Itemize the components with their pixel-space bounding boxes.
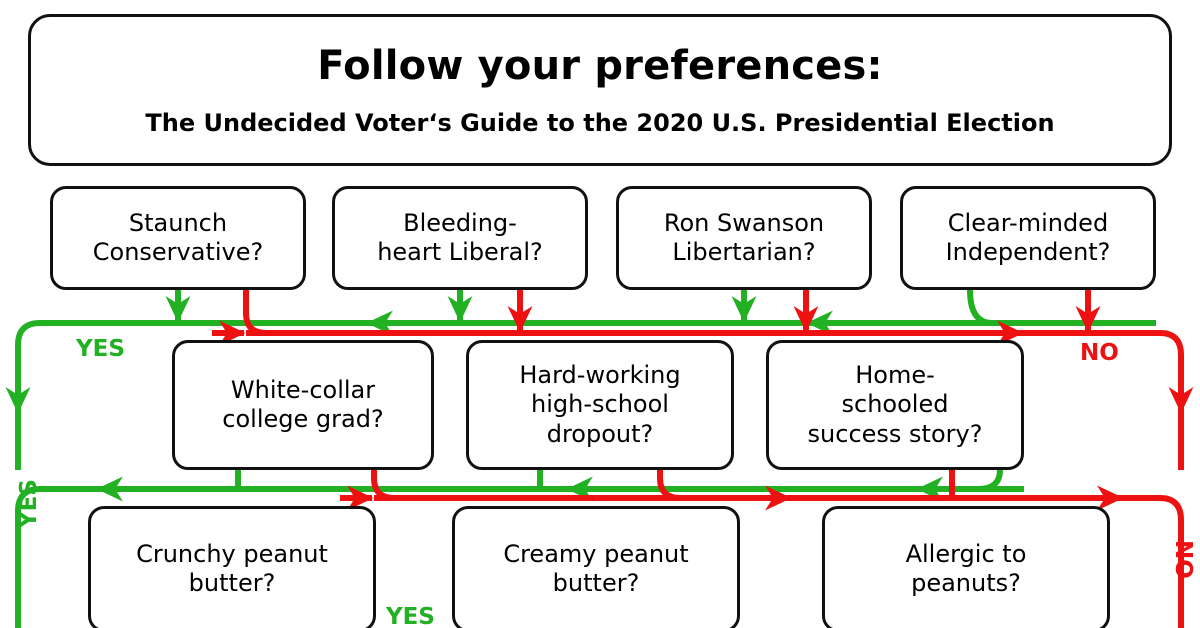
decision-box-allergic-to-peanuts[interactable]: Allergic to peanuts? <box>822 506 1110 628</box>
decision-box-creamy-peanut-butter[interactable]: Creamy peanut butter? <box>452 506 740 628</box>
yes-bus-2 <box>15 486 1024 628</box>
decision-box-liberal[interactable]: Bleeding- heart Liberal? <box>332 186 588 290</box>
edge-label-yes-row3: YES <box>386 604 435 628</box>
decision-label: Creamy peanut butter? <box>503 539 689 597</box>
edge-label-no-row2: NO <box>1170 540 1196 579</box>
page-title: Follow your preferences: <box>317 42 883 89</box>
decision-label: Clear-minded Independent? <box>945 208 1111 266</box>
decision-box-white-collar[interactable]: White-collar college grad? <box>172 340 434 470</box>
page-subtitle: The Undecided Voter‘s Guide to the 2020 … <box>145 108 1055 137</box>
decision-label: Hard-working high-school dropout? <box>519 361 681 448</box>
yes-bus-1 <box>15 320 1156 470</box>
decision-label: Staunch Conservative? <box>92 208 264 266</box>
decision-label: Crunchy peanut butter? <box>136 539 328 597</box>
edge-label-yes-row1: YES <box>76 336 125 362</box>
title-card: Follow your preferences: The Undecided V… <box>28 14 1172 166</box>
decision-box-homeschooled[interactable]: Home- schooled success story? <box>766 340 1024 470</box>
decision-box-crunchy-peanut-butter[interactable]: Crunchy peanut butter? <box>88 506 376 628</box>
decision-label: Allergic to peanuts? <box>905 539 1027 597</box>
decision-label: Bleeding- heart Liberal? <box>377 208 543 266</box>
decision-label: Home- schooled success story? <box>807 361 983 448</box>
decision-label: White-collar college grad? <box>222 375 384 433</box>
no-bus-1 <box>246 330 1184 470</box>
decision-box-libertarian[interactable]: Ron Swanson Libertarian? <box>616 186 872 290</box>
decision-box-independent[interactable]: Clear-minded Independent? <box>900 186 1156 290</box>
decision-label: Ron Swanson Libertarian? <box>663 208 825 266</box>
edge-label-no-row1: NO <box>1080 340 1119 366</box>
decision-box-dropout[interactable]: Hard-working high-school dropout? <box>466 340 734 470</box>
edge-label-yes-row2: YES <box>16 479 42 528</box>
no-bus-2 <box>374 495 1184 628</box>
decision-box-conservative[interactable]: Staunch Conservative? <box>50 186 306 290</box>
